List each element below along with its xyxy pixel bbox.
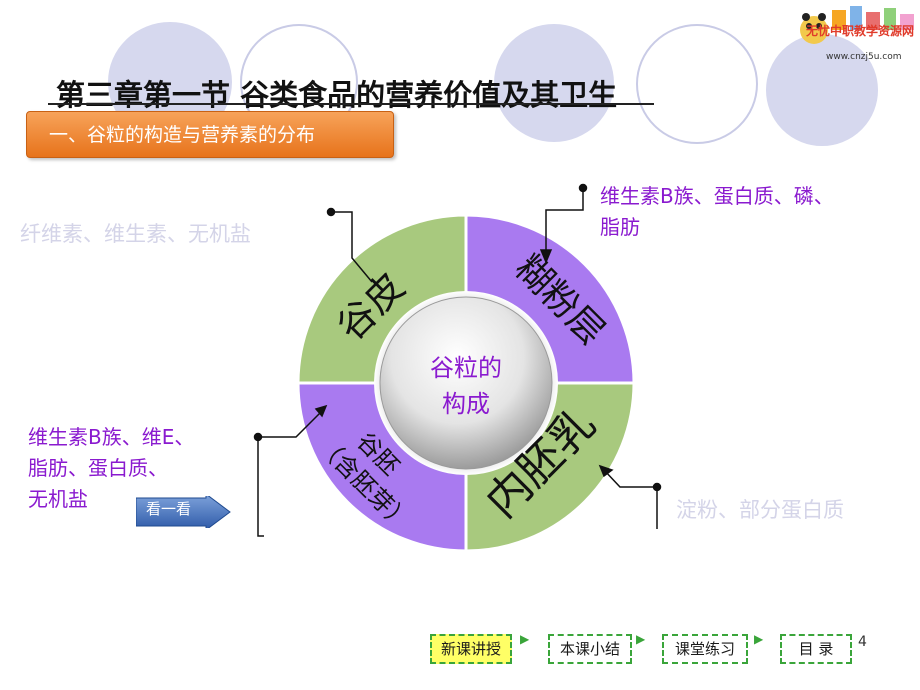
nav-new-lesson[interactable]: 新课讲授 (430, 634, 512, 664)
decor-circle (766, 34, 878, 146)
nav-arrow-icon: ▶ (754, 632, 764, 646)
title-underline (48, 103, 654, 105)
decor-circle (494, 24, 614, 142)
hub-sphere (379, 296, 553, 470)
decor-circle (636, 24, 758, 144)
note-husk: 纤维素、维生素、无机盐 (20, 222, 251, 246)
connector-germ (253, 404, 328, 537)
nav-arrow-icon: ▶ (520, 632, 530, 646)
section-banner: 一、谷粒的构造与营养素的分布 (26, 111, 394, 158)
note-germ-line1: 维生素B族、维E、 (28, 425, 195, 449)
note-endosperm: 淀粉、部分蛋白质 (676, 498, 844, 522)
site-logo (800, 6, 914, 44)
logo-text: 无忧中职教学资源网 (806, 24, 915, 38)
connector-endosperm (598, 464, 662, 529)
logo-url: www.cnzj5u.com (826, 52, 902, 62)
nav-contents[interactable]: 目 录 (780, 634, 852, 664)
look-button-label[interactable]: 看一看 (146, 500, 192, 518)
look-button[interactable] (136, 496, 232, 528)
note-aleurone-line1: 维生素B族、蛋白质、磷、 (600, 184, 834, 208)
connector-husk (326, 207, 373, 283)
hub-label-line2: 构成 (442, 390, 490, 418)
nav-summary[interactable]: 本课小结 (548, 634, 632, 664)
page-title: 第三章第一节 谷类食品的营养价值及其卫生 (56, 78, 618, 112)
nav-arrow-icon: ▶ (636, 632, 646, 646)
page-number: 4 (858, 634, 867, 650)
note-aleurone: 维生素B族、蛋白质、磷、 脂肪 (600, 181, 834, 243)
nav-exercise[interactable]: 课堂练习 (662, 634, 748, 664)
note-aleurone-line2: 脂肪 (600, 215, 640, 239)
hub-label-line1: 谷粒的 (430, 354, 502, 382)
note-germ-line2: 脂肪、蛋白质、 (28, 456, 168, 480)
connector-aleurone (539, 183, 588, 264)
note-germ: 维生素B族、维E、 脂肪、蛋白质、 无机盐 (28, 422, 194, 515)
note-germ-line3: 无机盐 (28, 487, 88, 511)
